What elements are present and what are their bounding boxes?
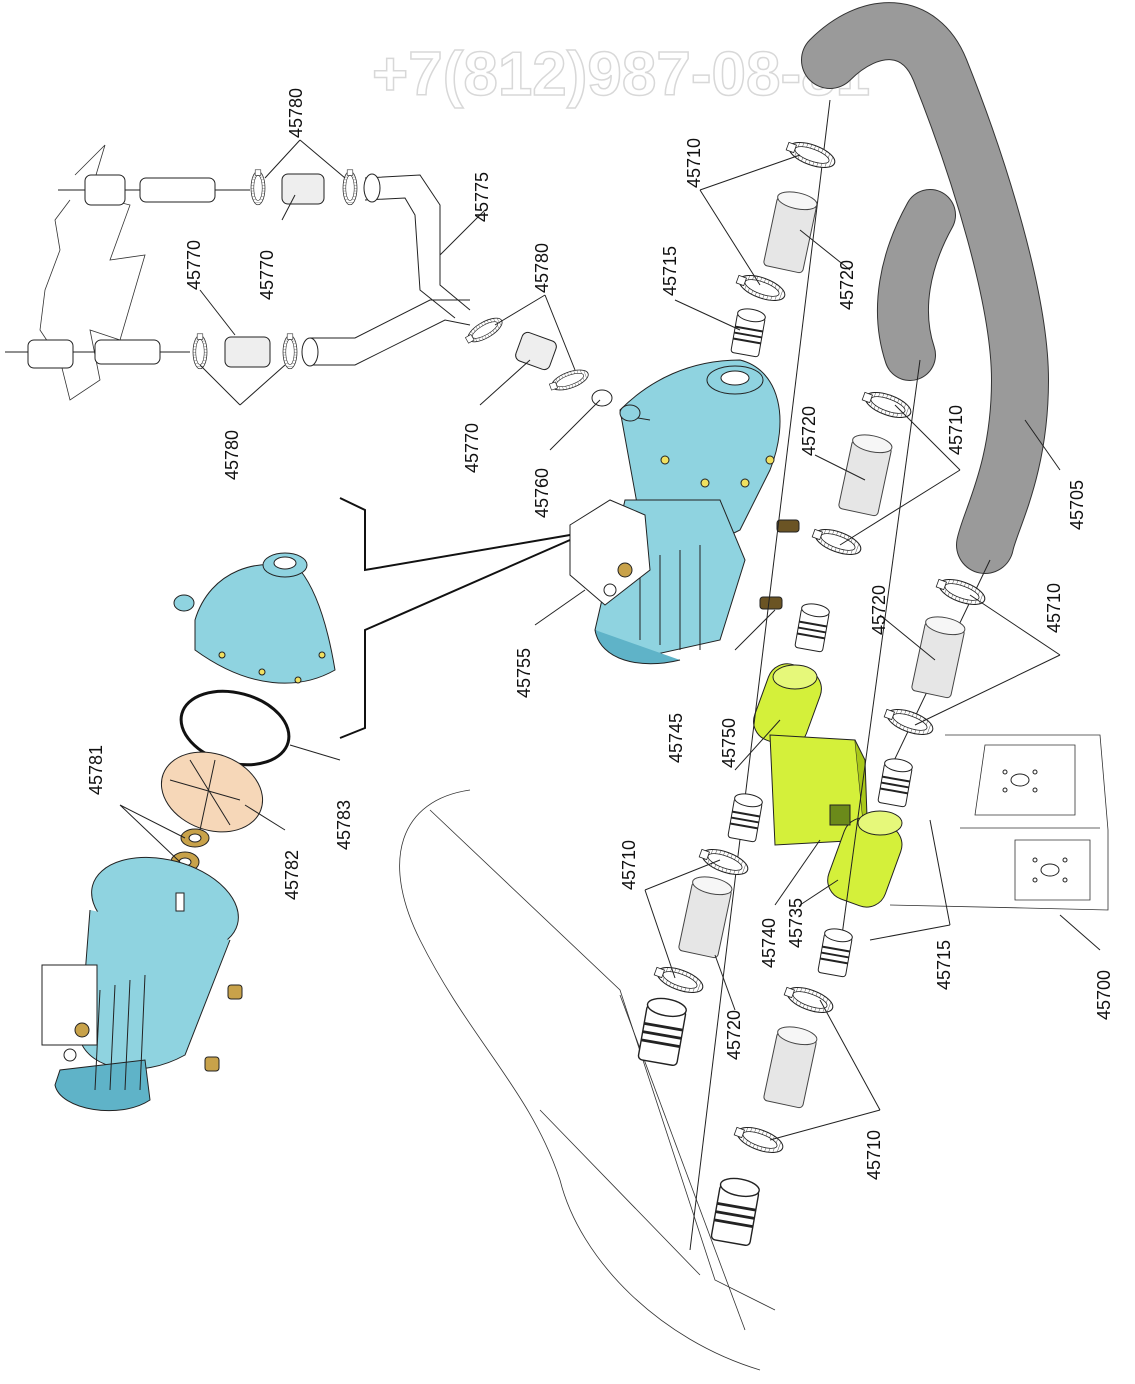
label-45715-lower: 45715	[934, 940, 954, 990]
label-45720-right: 45720	[869, 585, 889, 635]
vessel-outline	[399, 789, 776, 1371]
label-45740: 45740	[759, 918, 779, 968]
label-45750: 45750	[719, 718, 739, 768]
label-45780-mid: 45780	[532, 243, 552, 293]
label-45735: 45735	[786, 898, 806, 948]
main-pump-45755	[569, 359, 800, 665]
part-labels: 45780 45775 45770 45770 45780 45780 4577…	[86, 88, 1114, 1180]
label-45705: 45705	[1067, 480, 1087, 530]
label-45760: 45760	[532, 468, 552, 518]
label-45781: 45781	[86, 745, 106, 795]
leader-lines	[119, 139, 1101, 1141]
label-45715-top: 45715	[660, 246, 680, 296]
label-45770-left: 45770	[184, 240, 204, 290]
pump-cover	[173, 552, 336, 684]
label-45710-top: 45710	[684, 138, 704, 188]
valve-assembly-45740	[753, 663, 903, 908]
wall-plate-45700	[889, 734, 1109, 911]
label-45745: 45745	[666, 713, 686, 763]
label-45780-left: 45780	[222, 430, 242, 480]
label-45782: 45782	[282, 850, 302, 900]
label-45783: 45783	[334, 800, 354, 850]
label-45775: 45775	[472, 172, 492, 222]
watermark: +7(812)987-08-81	[371, 39, 871, 110]
label-45780-top: 45780	[286, 88, 306, 138]
label-45720-top: 45720	[837, 260, 857, 310]
motor	[41, 856, 243, 1112]
label-45770-mid: 45770	[462, 423, 482, 473]
label-45720-mid: 45720	[799, 406, 819, 456]
hose-clamp-chain	[636, 99, 991, 1251]
hose-45705	[801, 2, 1050, 574]
label-45700: 45700	[1094, 970, 1114, 1020]
label-45720-lower: 45720	[724, 1010, 744, 1060]
label-45710-mid: 45710	[946, 405, 966, 455]
label-45710-lower: 45710	[864, 1130, 884, 1180]
upper-piping	[5, 144, 613, 407]
label-45755: 45755	[514, 648, 534, 698]
callout-bracket	[339, 497, 571, 739]
label-45710-lower-left: 45710	[619, 840, 639, 890]
label-45710-right: 45710	[1044, 583, 1064, 633]
impeller-45782	[160, 751, 264, 833]
label-45770-top: 45770	[257, 250, 277, 300]
watermark-phone: +7(812)987-08-81	[372, 40, 870, 109]
